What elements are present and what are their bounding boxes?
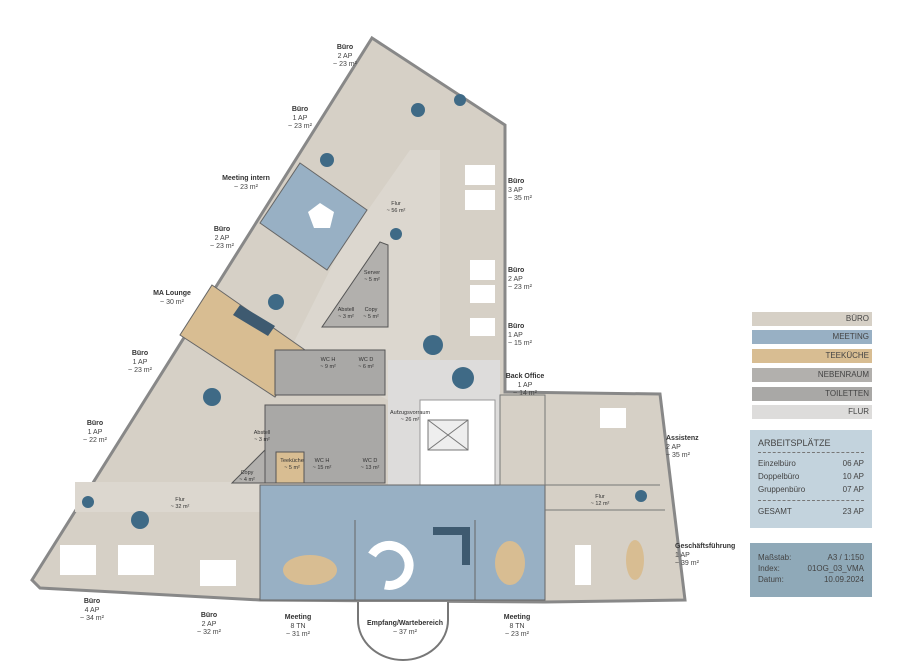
room-label-flur: Flur~ 32 m² [170, 497, 190, 510]
legend-buero: BÜRO [752, 312, 872, 326]
ap-row: Doppelbüro 10 AP [758, 470, 864, 483]
meeting-table [308, 203, 334, 228]
room-label-ma-lounge: MA Lounge~ 30 m² [153, 290, 191, 306]
info-row: Index: 01OG_03_VMA [758, 563, 864, 574]
info-label: Maßstab: [758, 553, 792, 562]
chairs [82, 94, 647, 529]
ap-total-label: GESAMT [758, 507, 792, 516]
room-label-copy: Copy~ 4 m² [239, 470, 255, 483]
room-label-abstell: Abstell~ 3 m² [337, 307, 355, 320]
ap-value: 06 AP [842, 459, 864, 468]
room-label-copy: Copy~ 5 m² [363, 307, 379, 320]
room-label-flur: Flur~ 12 m² [590, 494, 610, 507]
ma-lounge-room [179, 284, 306, 398]
ap-total-value: 23 AP [842, 507, 864, 516]
ap-total-row: GESAMT 23 AP [758, 505, 864, 518]
ap-row: Gruppenbüro 07 AP [758, 483, 864, 496]
teekueche-room [275, 451, 305, 484]
gf-meeting-table [626, 540, 644, 580]
info-row: Datum: 10.09.2024 [758, 574, 864, 585]
info-label: Datum: [758, 575, 784, 584]
back-office-room [499, 394, 546, 486]
info-value: A3 / 1:150 [827, 553, 864, 562]
info-value: 01OG_03_VMA [807, 564, 864, 573]
legend-teekueche: TEEKÜCHE [752, 349, 872, 363]
room-label-server: Server~ 5 m² [363, 270, 381, 283]
ap-row: Einzelbüro 06 AP [758, 457, 864, 470]
room-label-wc-d: WC D~ 13 m² [360, 458, 380, 471]
ap-label: Doppelbüro [758, 472, 800, 481]
room-label-aufzugsvorraum: Aufzugsvorraum~ 26 m² [389, 410, 431, 423]
divider [758, 500, 864, 501]
legend-nebenraum: NEBENRAUM [752, 368, 872, 382]
desks [60, 165, 626, 586]
legend-toiletten: TOILETTEN [752, 387, 872, 401]
legend-flur: FLUR [752, 405, 872, 419]
copy-room [230, 448, 266, 484]
room-label-wc-h: WC H~ 15 m² [312, 458, 332, 471]
gf-desk [575, 545, 591, 585]
reception-desk [368, 540, 414, 590]
room-label-flur: Flur~ 56 m² [386, 201, 406, 214]
wc-lower-block [264, 404, 386, 484]
ap-value: 10 AP [842, 472, 864, 481]
meeting-table-left [283, 555, 337, 585]
flur-left [75, 482, 260, 512]
ap-label: Gruppenbüro [758, 485, 806, 494]
room-label-empfang: Empfang/Wartebereich~ 37 m² [367, 620, 443, 636]
info-row: Maßstab: A3 / 1:150 [758, 552, 864, 563]
room-label-meeting-intern: Meeting intern~ 23 m² [222, 175, 270, 191]
ap-label: Einzelbüro [758, 459, 796, 468]
nebenraum-block [321, 241, 389, 328]
legend-meeting: MEETING [752, 330, 872, 344]
info-label: Index: [758, 564, 780, 573]
room-label-abstell: Abstell~ 3 m² [253, 430, 271, 443]
elevator-mark [427, 419, 469, 451]
lounge-sofa [233, 305, 275, 336]
entrance-vestibule [357, 602, 449, 661]
arbeitsplaetze-box: ARBEITSPLÄTZE Einzelbüro 06 AP Doppelbüro… [750, 430, 872, 528]
divider [758, 452, 864, 453]
room-label-wc-h: WC H~ 9 m² [320, 357, 336, 370]
room-label-teekueche: Teeküche~ 5 m² [280, 458, 304, 471]
lounge-sofa-reception [433, 527, 470, 565]
arbeitsplaetze-title: ARBEITSPLÄTZE [758, 438, 831, 448]
meeting-table-right [495, 541, 525, 585]
wc-upper-block [274, 349, 386, 396]
room-label-wc-d: WC D~ 6 m² [358, 357, 374, 370]
plan-info-box: Maßstab: A3 / 1:150 Index: 01OG_03_VMA Dat… [750, 543, 872, 597]
info-value: 10.09.2024 [823, 575, 864, 584]
ap-value: 07 AP [842, 485, 864, 494]
